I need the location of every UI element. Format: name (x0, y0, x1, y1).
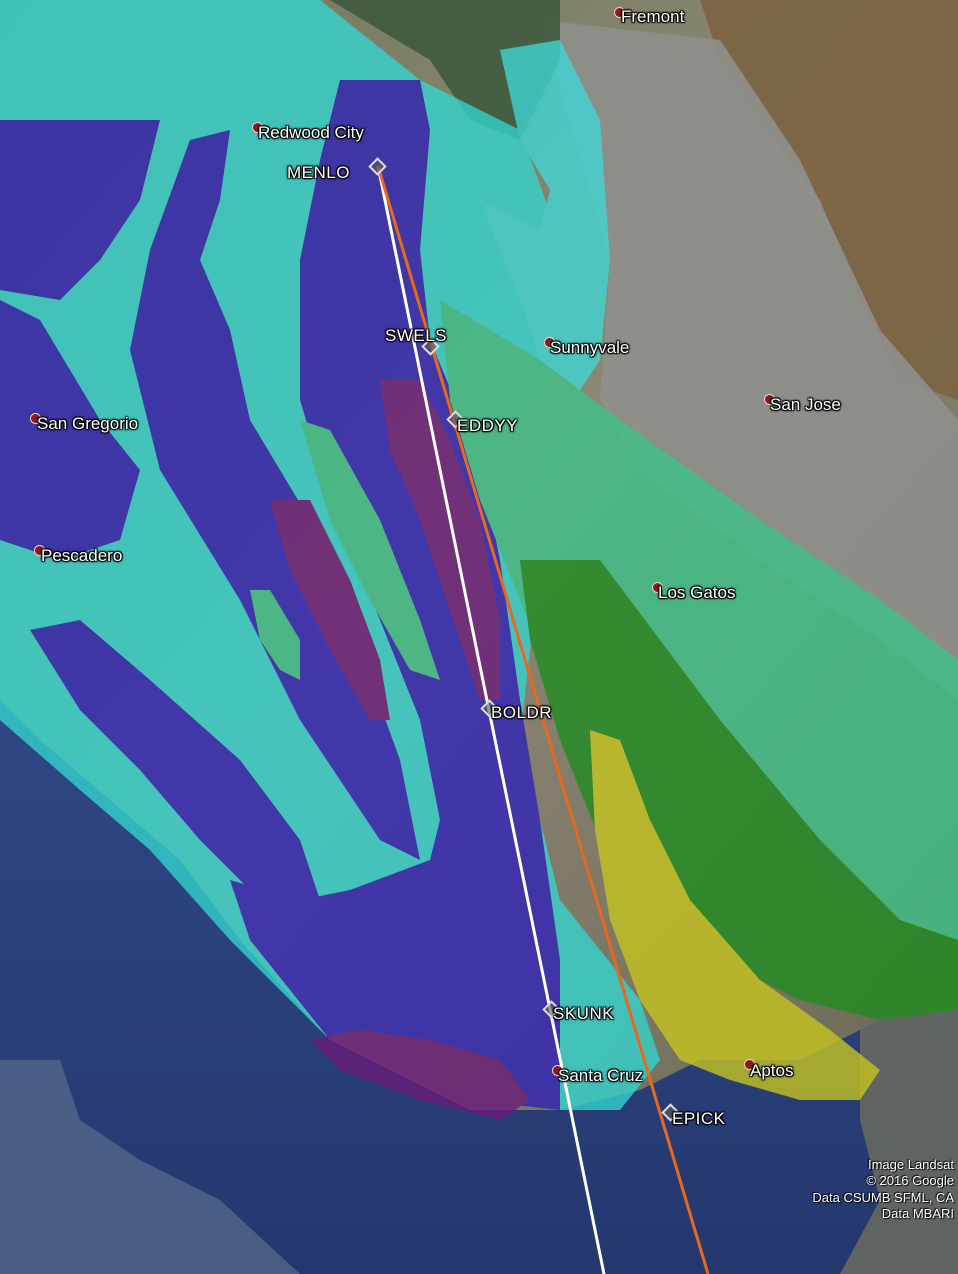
los-gatos-label[interactable]: Los Gatos (658, 583, 736, 602)
bay-water (330, 0, 560, 140)
east-hills (700, 0, 958, 400)
skunk-fix-label[interactable]: SKUNK (553, 1004, 615, 1023)
swels-fix-label[interactable]: SWELS (385, 326, 448, 345)
redwood-city-pin[interactable] (252, 122, 263, 133)
map-attribution: Image Landsat © 2016 Google Data CSUMB S… (812, 1157, 954, 1222)
pescadero-label[interactable]: Pescadero (41, 546, 123, 565)
attribution-data-2: Data MBARI (881, 1205, 954, 1221)
san-jose-pin[interactable] (764, 394, 775, 405)
noise-contour-green-east (440, 300, 958, 940)
noise-contour-blue-west (0, 120, 160, 300)
epick-fix-label[interactable]: EPICK (672, 1109, 726, 1128)
los-gatos-pin[interactable] (652, 582, 663, 593)
aptos-label[interactable]: Aptos (750, 1061, 794, 1080)
fremont-pin[interactable] (614, 7, 625, 18)
noise-contour-green-finger (300, 420, 440, 680)
san-jose-label[interactable]: San Jose (770, 395, 841, 414)
noise-contour-purple-coast (310, 1030, 530, 1120)
attribution-data-1: Data CSUMB SFML, CA (812, 1189, 954, 1205)
sunnyvale-pin[interactable] (544, 337, 555, 348)
sunnyvale-label[interactable]: Sunnyvale (550, 338, 630, 357)
san-gregorio-label[interactable]: San Gregorio (37, 414, 139, 433)
attribution-copyright: © 2016 Google (866, 1173, 954, 1189)
santa-cruz-label[interactable]: Santa Cruz (558, 1066, 644, 1085)
bottom-left-shelf (0, 1060, 300, 1274)
menlo-fix-label[interactable]: MENLO (287, 163, 350, 182)
pescadero-pin[interactable] (34, 545, 45, 556)
urban-area (540, 20, 958, 700)
noise-contour-yellow (590, 730, 880, 1100)
fremont-label[interactable]: Fremont (621, 7, 685, 26)
eddyy-fix-label[interactable]: EDDYY (457, 416, 519, 435)
boldr-fix-label[interactable]: BOLDR (491, 703, 553, 722)
san-gregorio-pin[interactable] (30, 413, 41, 424)
redwood-city-label[interactable]: Redwood City (258, 123, 364, 142)
attribution-imagery: Image Landsat (867, 1157, 954, 1172)
aptos-pin[interactable] (744, 1059, 755, 1070)
route-white (376, 165, 606, 1274)
noise-contour-blue-finger1 (0, 300, 140, 560)
noise-contour-blue-finger3 (30, 620, 320, 900)
noise-contour-darkgreen (520, 560, 958, 1020)
noise-contour-purple-finger1 (270, 500, 390, 720)
santa-cruz-pin[interactable] (552, 1065, 563, 1076)
noise-contour-cyan-north (480, 40, 610, 420)
noise-contour-green-small (250, 590, 300, 680)
